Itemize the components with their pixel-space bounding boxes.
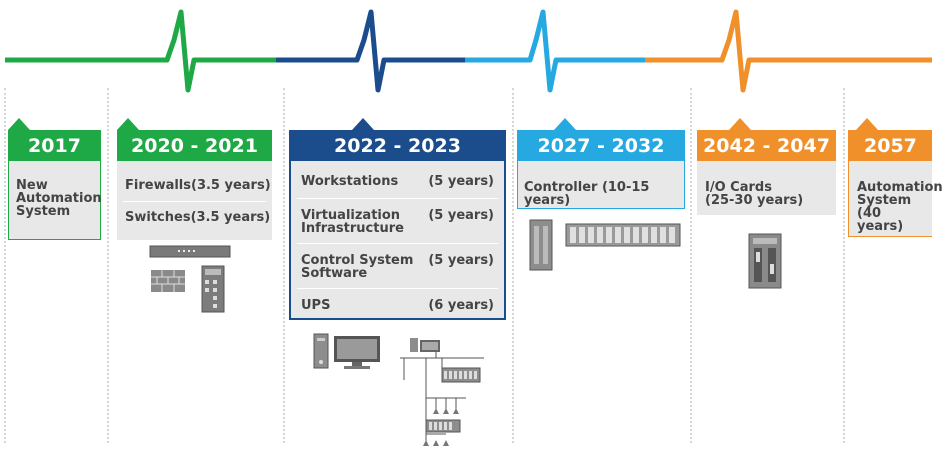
- milestone-box: Automation System (40 years): [848, 161, 943, 237]
- divider: [297, 198, 498, 199]
- milestone-arrow: [352, 118, 374, 130]
- timeline-guide: [512, 88, 514, 443]
- network-diagram-icon: [400, 338, 484, 446]
- list-item: Firewalls (3.5 years): [117, 179, 272, 192]
- divider: [123, 201, 266, 202]
- milestone-year: 2042 - 2047: [697, 130, 836, 161]
- milestone-text: New Automation System: [16, 178, 102, 219]
- milestone-arrow: [554, 118, 576, 130]
- item-name: Virtualization Infrastructure: [301, 208, 404, 236]
- item-years: (5 years): [428, 208, 494, 223]
- pulse-segment-lightblue: [465, 9, 645, 93]
- item-name: Control System Software: [301, 253, 414, 281]
- controller-rack-icon: [529, 219, 681, 271]
- milestone-box: Workstations (5 years) Virtualization In…: [289, 161, 506, 320]
- io-card-icon: [748, 233, 782, 289]
- pulse-segment-navy: [276, 9, 465, 93]
- milestone-year: 2020 - 2021: [117, 130, 272, 161]
- milestone-box: New Automation System: [8, 161, 102, 240]
- timeline-guide: [4, 88, 6, 443]
- milestone-arrow: [856, 118, 878, 130]
- list-item: Workstations (5 years): [291, 175, 504, 188]
- item-name: Switches: [125, 210, 191, 225]
- milestone-box: Firewalls (3.5 years) Switches (3.5 year…: [117, 161, 272, 240]
- milestone-arrow: [8, 118, 30, 130]
- list-item: Switches (3.5 years): [117, 211, 272, 224]
- timeline-guide: [843, 88, 845, 443]
- milestone-year: 2057: [848, 130, 932, 161]
- item-years: (3.5 years): [191, 178, 271, 193]
- item-years: (5 years): [428, 253, 494, 268]
- divider: [297, 288, 498, 289]
- workstation-icon: [313, 333, 380, 369]
- milestone-text: I/O Cards (25-30 years): [705, 180, 804, 208]
- item-name: Workstations: [301, 174, 399, 189]
- list-item: Control System Software (5 years): [291, 254, 504, 280]
- pulse-segment-orange: [645, 9, 932, 93]
- list-item: Virtualization Infrastructure (5 years): [291, 209, 504, 235]
- list-item: UPS (6 years): [291, 299, 504, 312]
- item-years: (3.5 years): [190, 210, 271, 225]
- milestone-text: Automation System (40 years): [857, 180, 943, 234]
- industrial-switch-icon: [201, 265, 225, 313]
- network-switch-icon: [149, 245, 231, 258]
- milestone-box: Controller (10-15 years): [517, 161, 685, 209]
- item-years: (6 years): [428, 298, 494, 313]
- item-years: (5 years): [428, 174, 494, 189]
- milestone-arrow: [729, 118, 751, 130]
- pulse-segment-green: [5, 9, 276, 93]
- milestone-arrow: [117, 118, 139, 130]
- milestone-year: 2022 - 2023: [289, 130, 506, 161]
- firewall-icon: [151, 270, 185, 292]
- item-name: Firewalls: [125, 178, 191, 193]
- milestone-box: I/O Cards (25-30 years): [697, 161, 836, 215]
- milestone-year: 2017: [8, 130, 101, 161]
- item-name: UPS: [301, 298, 331, 313]
- timeline-guide: [690, 88, 692, 443]
- milestone-text: Controller (10-15 years): [524, 180, 650, 208]
- divider: [297, 243, 498, 244]
- timeline-pulse-line: [5, 9, 932, 93]
- milestone-year: 2027 - 2032: [517, 130, 685, 161]
- timeline-guide: [283, 88, 285, 443]
- timeline-guide: [107, 88, 109, 443]
